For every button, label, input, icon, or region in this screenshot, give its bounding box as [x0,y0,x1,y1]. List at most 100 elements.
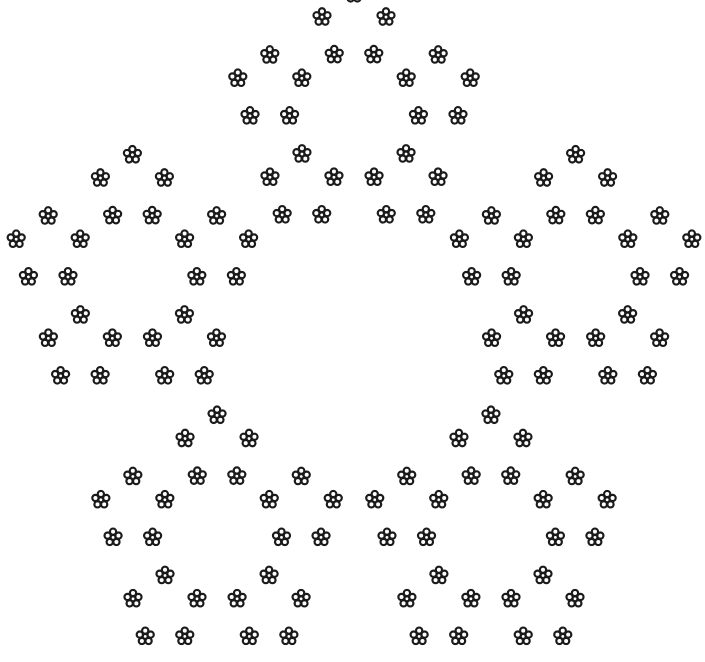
flower-petal [409,594,415,600]
flower-petal [187,631,193,637]
flower-petal [239,471,245,477]
flower-petal [450,631,456,637]
flower-center [162,374,166,378]
flower-petal [291,631,297,637]
flower-center [573,474,577,478]
flower-petal [398,149,404,155]
flower-center [489,214,493,218]
flower-petal [261,172,267,178]
flower-petal [462,234,468,240]
flower-petal [252,111,258,117]
flower-petal [313,210,319,216]
flower-petal [293,472,299,478]
flower-center [593,535,597,539]
flower-petal [619,234,625,240]
flower-petal [671,272,677,278]
flower-petal [515,234,521,240]
flower-petal [144,211,150,217]
flower-petal [240,234,246,240]
flower-petal [493,410,499,416]
flower-petal [208,333,214,339]
flower-petal [104,333,110,339]
flower-petal [176,631,182,637]
flower-petal [284,533,290,539]
flower-center [163,573,167,577]
flower-petal [376,50,382,56]
flower-center [268,53,272,57]
flower-petal [51,333,57,339]
flower-petal [430,571,436,577]
flower-petal [599,371,605,377]
flower-petal [252,631,258,637]
flower-center [553,535,557,539]
flower-petal [72,310,78,316]
flower-petal [241,631,247,637]
flower-petal [105,533,111,539]
flower-center [509,597,513,601]
flower-petal [115,211,121,217]
flower-center [331,498,335,502]
flower-petal [494,211,500,217]
flower-center [405,474,409,478]
flower-petal [176,310,182,316]
flower-center [489,413,493,417]
flower-center [606,374,610,378]
flower-petal [19,234,25,240]
flower-petal [460,111,466,117]
flower-petal [196,371,202,377]
flower-petal [513,594,519,600]
flower-center [195,474,199,478]
flower-petal [567,150,573,156]
flower-petal [199,594,205,600]
flower-center [130,153,134,157]
flower-petal [167,495,173,501]
flower-center [521,436,525,440]
flower-center [235,597,239,601]
flower-center [657,336,661,340]
flower-petal [502,594,508,600]
flower-petal [609,495,615,501]
flower-center [573,153,577,157]
flower-center [111,535,115,539]
flower-petal [188,594,194,600]
flower-petal [526,310,532,316]
flower-petal [292,111,298,117]
flower-petal [189,471,195,477]
flower-center [202,374,206,378]
flower-petal [495,371,501,377]
flower-center [573,597,577,601]
flower-petal [598,333,604,339]
flower-center [424,535,428,539]
flower-petal [280,631,286,637]
flower-center [541,374,545,378]
flower-center [66,275,70,279]
flower-petal [462,594,468,600]
flower-petal [545,495,551,501]
flower-center [553,336,557,340]
flower-center [268,175,272,179]
flower-petal [462,73,468,79]
flower-petal [597,533,603,539]
flower-center [417,634,421,638]
flower-petal [83,234,89,240]
flower-petal [639,371,645,377]
flower-petal [410,111,416,117]
flower-petal [526,631,532,637]
flower-petal [398,594,404,600]
flower-petal [52,371,58,377]
flower-petal [313,12,319,18]
flower-petal [502,471,508,477]
flower-petal [554,631,560,637]
flower-petal [650,371,656,377]
flower-center [320,15,324,19]
flower-petal [229,73,235,79]
flower-petal [461,434,467,440]
flower-center [98,176,102,180]
flower-center [214,336,218,340]
flower-petal [239,272,245,278]
flower-petal [642,272,648,278]
flower-petal [228,471,234,477]
flower-petal [293,594,299,600]
flower-center [150,535,154,539]
flower-petal [229,594,235,600]
